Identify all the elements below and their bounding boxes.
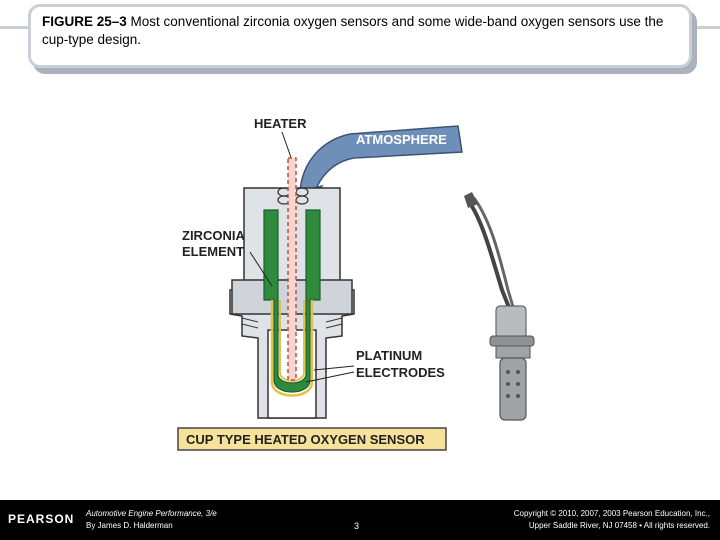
connector-tip <box>464 192 478 208</box>
platinum-electrode-inner <box>279 300 305 382</box>
figure-number: FIGURE 25–3 <box>42 14 127 29</box>
platinum-electrode-outer <box>270 300 314 397</box>
publisher-logo: PEARSON <box>8 512 75 526</box>
threads <box>241 317 343 329</box>
heater-label: HEATER <box>254 116 307 131</box>
platinum-leader-1 <box>313 365 355 371</box>
platinum-label-line1: PLATINUM <box>356 348 422 363</box>
zirconia-element <box>263 209 321 393</box>
copyright-line1: Copyright © 2010, 2007, 2003 Pearson Edu… <box>513 509 710 518</box>
sensor-figure: ATMOSPHERE HEATER ZIRCONIA ELEMENT <box>172 100 552 456</box>
heater-rod <box>287 157 297 381</box>
atmosphere-arrow <box>299 125 463 202</box>
figure-title-banner <box>177 427 447 451</box>
sensor-photo <box>464 192 535 421</box>
book-title: Automotive Engine Performance, 3/e <box>86 509 217 518</box>
frame-line-right <box>686 26 720 29</box>
frame-line-left <box>0 26 28 29</box>
book-author: By James D. Halderman <box>86 521 173 530</box>
sensor-illustration: ATMOSPHERE HEATER ZIRCONIA ELEMENT <box>177 116 535 451</box>
sensor-wire-1 <box>466 198 512 311</box>
figure-title-text: CUP TYPE HEATED OXYGEN SENSOR <box>186 432 425 447</box>
page-number: 3 <box>354 521 360 531</box>
book-info: Automotive Engine Performance, 3/e By Ja… <box>86 508 217 532</box>
sensor-hex-body <box>495 305 527 339</box>
zirconia-label-line2: ELEMENT <box>182 244 244 259</box>
caption-text: Most conventional zirconia oxygen sensor… <box>42 14 664 47</box>
platinum-leader-2 <box>305 371 355 383</box>
sensor-wire-2 <box>472 197 516 311</box>
copyright-line2: Upper Saddle River, NJ 07458 • All right… <box>528 521 710 530</box>
copyright: Copyright © 2010, 2007, 2003 Pearson Edu… <box>450 508 710 532</box>
figure-caption: FIGURE 25–3 Most conventional zirconia o… <box>42 13 672 49</box>
sensor-flange <box>489 335 535 347</box>
zirconia-leader <box>249 251 273 287</box>
zirconia-label-line1: ZIRCONIA <box>182 228 245 243</box>
sensor-shield <box>499 357 527 421</box>
caption-frame <box>28 4 692 68</box>
atmosphere-label: ATMOSPHERE <box>356 132 447 147</box>
sensor-threads <box>495 345 531 359</box>
footer-bar: PEARSON Automotive Engine Performance, 3… <box>0 500 720 540</box>
platinum-label-line2: ELECTRODES <box>356 365 445 380</box>
